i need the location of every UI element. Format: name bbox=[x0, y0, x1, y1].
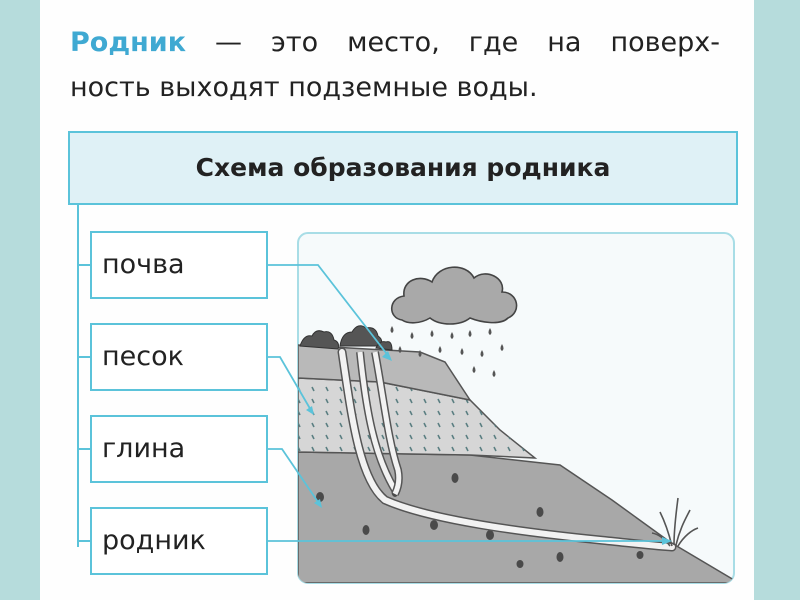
bush-icon bbox=[299, 325, 393, 351]
clay-layer bbox=[298, 451, 734, 583]
rain-cloud-icon bbox=[390, 266, 518, 325]
label-box-clay: глина bbox=[90, 415, 268, 483]
definition-rest: — это место, где на поверх- bbox=[186, 27, 720, 58]
label-box-spring: родник bbox=[90, 507, 268, 575]
connector-tree bbox=[77, 205, 90, 547]
clay-pebbles bbox=[316, 473, 644, 568]
scheme-title-box: Схема образования родника bbox=[68, 131, 738, 205]
label-box-soil: почва bbox=[90, 231, 268, 299]
label-spring: родник bbox=[102, 525, 206, 556]
definition-line-1: Родник — это место, где на поверх- bbox=[70, 20, 720, 65]
raindrop-icon bbox=[390, 326, 504, 377]
definition-line-2: ность выходят подземные воды. bbox=[70, 72, 538, 103]
underground-water-flow bbox=[337, 347, 677, 552]
label-box-sand: песок bbox=[90, 323, 268, 391]
label-clay: глина bbox=[102, 433, 186, 464]
definition-text: Родник — это место, где на поверх- ность… bbox=[70, 20, 720, 110]
spring-splash-icon bbox=[651, 497, 699, 547]
pointer-lines bbox=[268, 264, 668, 542]
scheme-title: Схема образования родника bbox=[195, 153, 611, 182]
label-sand: песок bbox=[102, 341, 184, 372]
landscape-picture bbox=[297, 232, 735, 584]
label-soil: почва bbox=[102, 249, 185, 280]
term-spring: Родник bbox=[70, 27, 187, 58]
pointer-arrowheads bbox=[306, 351, 672, 545]
